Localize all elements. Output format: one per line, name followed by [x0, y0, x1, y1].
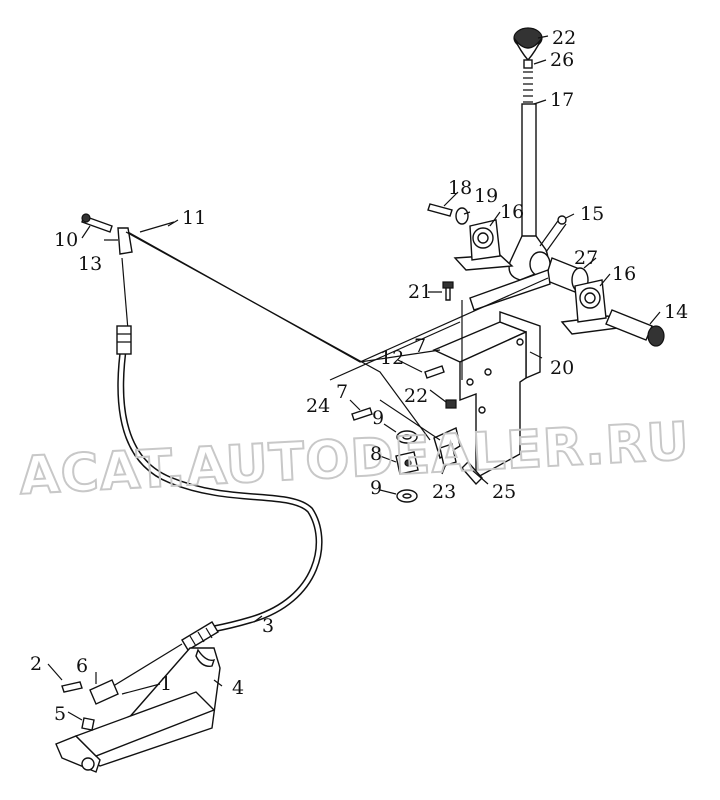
callout-7-top: 7	[414, 335, 426, 357]
callout-leaders	[47, 35, 661, 721]
mounting-bracket	[432, 311, 541, 480]
hardware	[351, 203, 483, 486]
pillow-block-left	[453, 219, 514, 271]
callout-8: 8	[370, 443, 382, 465]
callout-16-right: 16	[612, 263, 636, 285]
handle	[605, 309, 665, 347]
callout-24-right: 25	[492, 481, 516, 503]
callout-2: 2	[30, 653, 42, 675]
callout-20: 20	[550, 357, 574, 379]
callout-21: 21	[408, 281, 432, 303]
pillow-block-right	[560, 279, 620, 335]
leader-lines	[125, 231, 549, 441]
callout-18: 18	[448, 177, 472, 199]
callout-14: 14	[664, 301, 688, 323]
lower-bracket	[55, 647, 221, 773]
callout-19: 19	[474, 185, 498, 207]
watermark: ACAT.AUTODEALER.RU	[18, 412, 691, 507]
shift-lever	[508, 27, 567, 281]
callout-3: 3	[262, 615, 274, 637]
callout-10: 10	[54, 229, 78, 251]
callout-numbers: 22 26 17 15 27 16 14 20 16 19 18 21 22 1…	[30, 27, 688, 725]
clevis-pins	[81, 213, 175, 233]
callout-25: 22	[552, 27, 576, 49]
callout-12: 12	[380, 347, 404, 369]
callout-7: 7	[336, 381, 348, 403]
callout-23: 23	[432, 481, 456, 503]
callout-17: 17	[550, 89, 574, 111]
callout-15: 15	[580, 203, 604, 225]
callout-22: 22	[404, 385, 428, 407]
cable-clamp	[395, 427, 461, 503]
callout-27: 27	[574, 247, 598, 269]
callout-16-left: 16	[500, 201, 524, 223]
callout-5: 5	[54, 703, 66, 725]
callout-6: 6	[76, 655, 88, 677]
callout-11: 11	[182, 207, 206, 229]
callout-24-left: 24	[306, 395, 330, 417]
callout-1: 1	[160, 673, 172, 695]
control-cable	[89, 227, 323, 705]
pivot-tube	[469, 257, 589, 311]
callout-4: 4	[232, 677, 244, 699]
callout-13: 13	[78, 253, 102, 275]
callout-9-top: 9	[372, 407, 384, 429]
callout-9-bottom: 9	[370, 477, 382, 499]
callout-26: 26	[550, 49, 574, 71]
